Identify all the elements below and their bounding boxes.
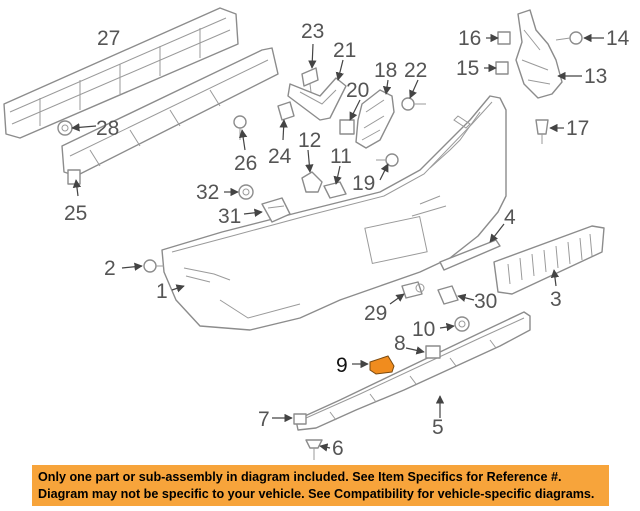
callout-8: 8 [394, 332, 406, 355]
callout-19: 19 [352, 172, 375, 195]
callout-27: 27 [97, 27, 120, 50]
part-24-clip [277, 101, 295, 128]
callout-4: 4 [504, 206, 516, 229]
callout-18: 18 [374, 59, 397, 82]
callout-5: 5 [432, 416, 444, 439]
part-14-bolt [555, 31, 583, 45]
callout-6: 6 [332, 437, 344, 460]
callout-12: 12 [298, 129, 321, 152]
callout-15: 15 [456, 57, 479, 80]
callout-29: 29 [364, 302, 387, 325]
notice-line-1: Only one part or sub-assembly in diagram… [38, 470, 562, 484]
callout-31: 31 [218, 205, 241, 228]
part-3-grille [493, 225, 605, 295]
callout-13: 13 [584, 65, 607, 88]
callout-21: 21 [333, 39, 356, 62]
callout-3: 3 [550, 288, 562, 311]
callout-20: 20 [346, 79, 369, 102]
part-12-retainer [301, 171, 323, 193]
notice-line-2: Diagram may not be specific to your vehi… [38, 487, 595, 501]
part-26-pin [233, 115, 247, 140]
part-31-sensor [261, 197, 291, 223]
part-25-energy-absorber [61, 47, 279, 185]
part-11-clip [323, 181, 347, 199]
part-9-clip-highlighted [369, 355, 395, 375]
callout-32: 32 [196, 181, 219, 204]
part-32-grommet [238, 184, 254, 200]
part-4-reflector [439, 239, 501, 271]
part-23-push-pin [301, 67, 319, 101]
part-21-bracket [287, 77, 347, 121]
callout-7: 7 [258, 408, 270, 431]
part-10-grommet [454, 316, 470, 332]
callout-1: 1 [156, 280, 168, 303]
callout-16: 16 [458, 27, 481, 50]
callout-24: 24 [268, 145, 292, 168]
callout-14: 14 [606, 27, 630, 50]
callout-28: 28 [96, 117, 119, 140]
callout-11: 11 [330, 145, 352, 168]
callout-26: 26 [234, 152, 257, 175]
notice-banner: Only one part or sub-assembly in diagram… [32, 465, 609, 506]
callout-10: 10 [412, 318, 435, 341]
callout-30: 30 [474, 290, 497, 313]
part-29-sensor [401, 281, 425, 299]
part-16-nut [497, 31, 511, 45]
part-28-fastener [57, 120, 73, 136]
part-13-side-bracket [515, 9, 563, 99]
part-15-nut [495, 61, 509, 75]
callout-23: 23 [301, 20, 324, 43]
leader-lines [71, 33, 604, 452]
part-8-clip [425, 345, 441, 359]
callout-25: 25 [64, 202, 87, 225]
part-22-bolt [401, 97, 426, 111]
callout-17: 17 [566, 117, 589, 140]
part-20-clip [339, 119, 355, 135]
part-17-push-pin [535, 119, 549, 144]
part-7-clip [293, 413, 307, 425]
callout-2: 2 [104, 257, 116, 280]
part-19-bolt [376, 153, 399, 167]
callout-22: 22 [404, 59, 427, 82]
part-30-sensor [437, 285, 459, 305]
callout-9: 9 [336, 354, 348, 377]
part-6-push-pin [305, 439, 323, 460]
callout-labels: 27 28 25 23 21 18 22 20 24 26 12 11 19 1… [64, 20, 630, 460]
part-27-reinforcement-beam [3, 7, 239, 139]
part-1-bumper-cover [161, 95, 507, 331]
part-2-pin [143, 259, 164, 273]
part-5-lower-valance [295, 311, 531, 431]
